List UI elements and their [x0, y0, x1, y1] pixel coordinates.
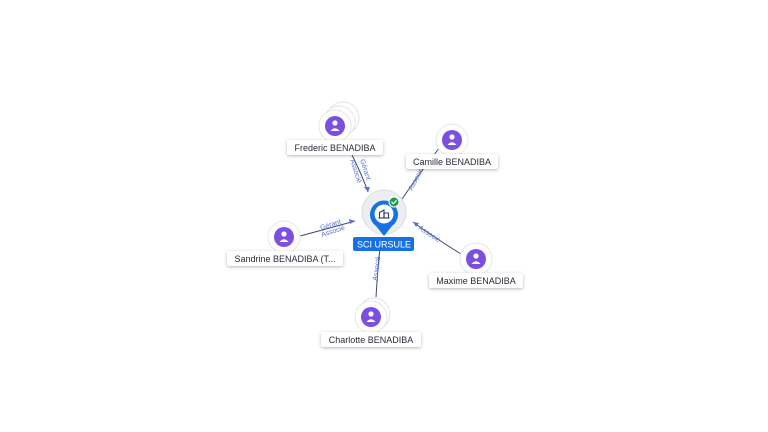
person-node-frederic[interactable]: Frederic BENADIBA	[287, 101, 383, 155]
node-avatar	[442, 130, 462, 150]
edge-sandrine: Gérant Associé	[299, 219, 356, 239]
company-node[interactable]: SCI URSULE	[353, 189, 414, 251]
person-name: Camille BENADIBA	[413, 157, 491, 167]
name-label-box	[227, 251, 343, 266]
name-label-box	[321, 332, 421, 347]
edge-role-associe-label: Associé	[408, 167, 426, 192]
edge-role-associe-label: Associé	[417, 225, 441, 244]
edge-arrowhead	[364, 187, 370, 192]
edge-arrowhead	[413, 222, 419, 227]
node-avatar	[325, 116, 345, 136]
person-name: Maxime BENADIBA	[436, 276, 516, 286]
person-node-maxime[interactable]: Maxime BENADIBA	[429, 242, 523, 288]
edge-maxime: Associé	[412, 221, 462, 255]
person-name: Frederic BENADIBA	[294, 143, 375, 153]
edge-role-associe-label: Associé	[372, 256, 382, 281]
person-name: Charlotte BENADIBA	[329, 335, 414, 345]
person-icon	[366, 311, 376, 322]
company-name: SCI URSULE	[357, 240, 411, 250]
name-label-box	[287, 140, 383, 155]
name-label-box	[406, 154, 498, 169]
person-node-camille[interactable]: Camille BENADIBA	[406, 123, 498, 169]
company-name-box	[353, 237, 414, 251]
node-avatar	[361, 307, 381, 327]
edge-arrowhead	[349, 219, 355, 224]
node-avatar	[466, 249, 486, 269]
person-icon	[471, 253, 481, 264]
check-circle-icon	[388, 196, 400, 208]
person-icon	[279, 231, 289, 242]
building-icon	[378, 209, 390, 219]
person-node-sandrine[interactable]: Sandrine BENADIBA (T...	[227, 220, 343, 266]
name-label-box	[429, 273, 523, 288]
node-avatar	[274, 227, 294, 247]
person-node-charlotte[interactable]: Charlotte BENADIBA	[321, 297, 421, 347]
person-name: Sandrine BENADIBA (T...	[234, 254, 335, 264]
edge-frederic: Gérant Associé	[348, 154, 371, 193]
person-icon	[447, 134, 457, 145]
person-icon	[330, 120, 340, 131]
